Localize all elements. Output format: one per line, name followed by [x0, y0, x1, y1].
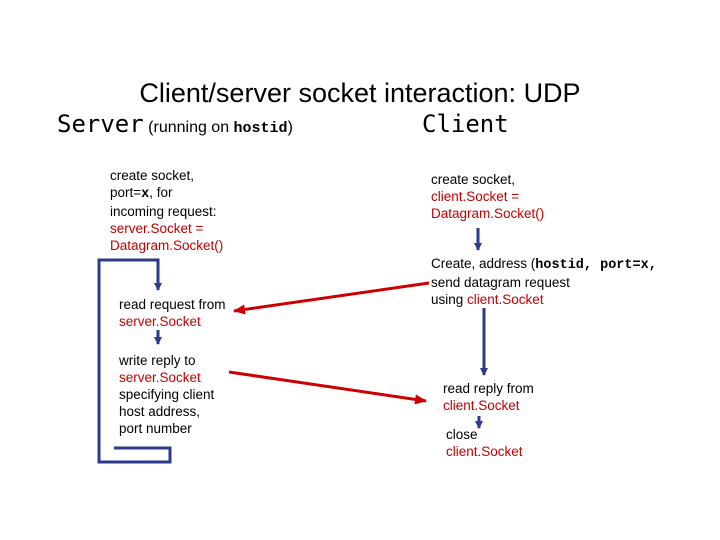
request-message-arrow — [233, 281, 430, 315]
client-read-reply-step: read reply from client.Socket — [443, 381, 534, 413]
server-read-request-step: read request from server.Socket — [119, 297, 226, 329]
server-label: Server — [57, 110, 144, 138]
server-note: (running on hostid) — [148, 119, 293, 137]
server-create-socket-step: create socket, port=x, for incoming requ… — [110, 168, 224, 253]
client-send-request-step: Create, address (hostid, port=x, send da… — [431, 256, 657, 307]
client-create-socket-step: create socket, client.Socket = Datagram.… — [431, 172, 545, 221]
client-header: Client — [422, 110, 509, 138]
page-title: Client/server socket interaction: UDP — [139, 78, 581, 108]
server-header: Server (running on hostid) — [57, 110, 293, 138]
reply-message-arrow — [228, 370, 427, 405]
server-loop-arrow — [97, 258, 172, 464]
client-close-step: close client.Socket — [446, 427, 523, 459]
server-write-reply-step: write reply to server.Socket specifying … — [119, 353, 215, 436]
